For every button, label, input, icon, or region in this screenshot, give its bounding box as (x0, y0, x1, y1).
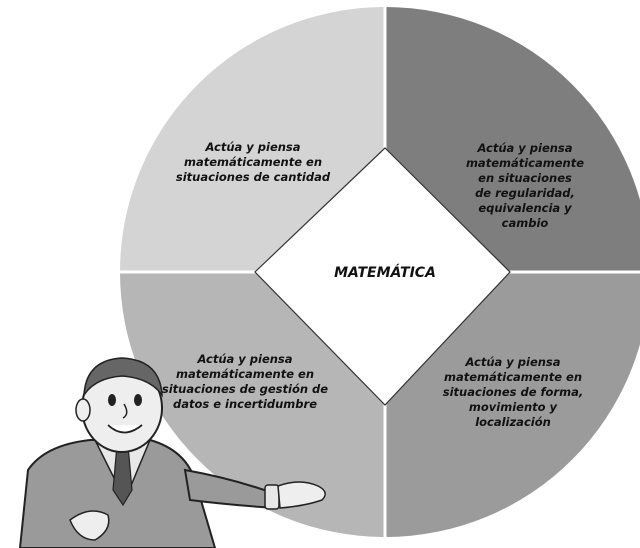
quadrant-label-regularidad: Actúa y piensa matemáticamente en situac… (465, 141, 585, 230)
quadrant-label-cantidad: Actúa y piensa matemáticamente en situac… (175, 140, 331, 184)
quadrant-label-gestion-datos: Actúa y piensa matemáticamente en situac… (161, 352, 329, 411)
center-diamond (254, 147, 511, 406)
quadrant-forma (385, 272, 640, 537)
quadrant-label-forma: Actúa y piensa matemáticamente en situac… (442, 355, 584, 429)
quadrant-gestion-datos (120, 272, 385, 537)
center-title: MATEMÁTICA (334, 265, 436, 281)
quadrant-regularidad (385, 7, 640, 272)
teacher-character-icon (18, 357, 326, 548)
quadrant-cantidad (120, 7, 385, 272)
